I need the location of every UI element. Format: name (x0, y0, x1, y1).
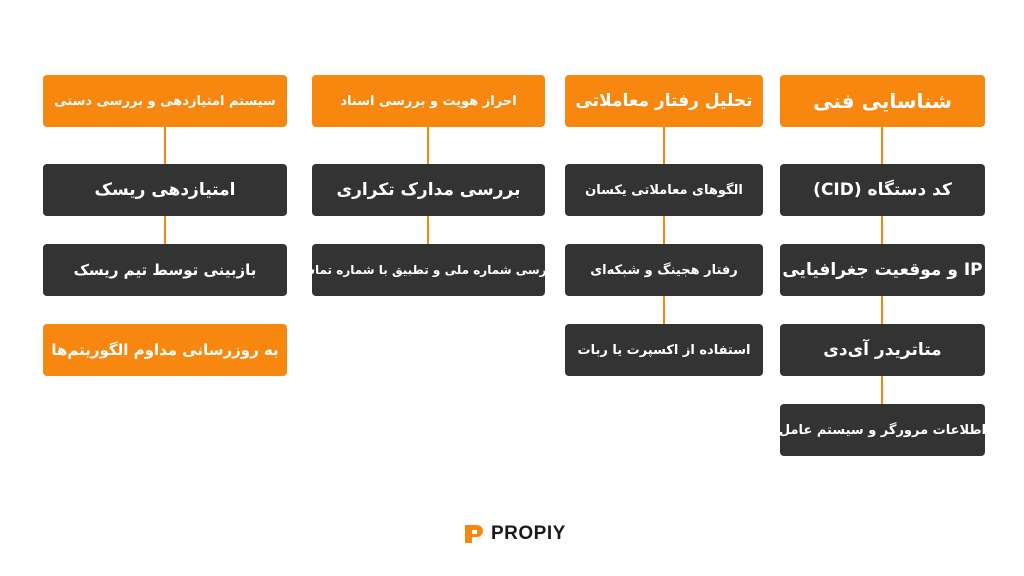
connector (663, 296, 665, 324)
propiy-logo-icon (463, 523, 485, 545)
connector (881, 296, 883, 324)
item-ip-location: IP و موقعیت جغرافیایی (780, 244, 985, 296)
connector (663, 216, 665, 244)
item-risk-team-review: بازبینی توسط تیم ریسک (43, 244, 287, 296)
item-same-patterns: الگوهای معاملاتی یکسان (565, 164, 763, 216)
connector (164, 216, 166, 244)
connector (881, 216, 883, 244)
item-risk-scoring: امتیازدهی ریسک (43, 164, 287, 216)
column-header-technical: شناسایی فنی (780, 75, 985, 127)
connector (427, 216, 429, 244)
connector (663, 127, 665, 164)
connector (881, 127, 883, 164)
connector (164, 127, 166, 164)
column-header-scoring: سیستم امتیازدهی و بررسی دستی (43, 75, 287, 127)
item-algorithm-update: به روزرسانی مداوم الگوریتم‌ها (43, 324, 287, 376)
column-header-identity: احراز هویت و بررسی اسناد (312, 75, 545, 127)
item-device-code: کد دستگاه (CID) (780, 164, 985, 216)
item-hedging: رفتار هجینگ و شبکه‌ای (565, 244, 763, 296)
connector (427, 127, 429, 164)
brand-logo: PROPIY (463, 522, 566, 546)
item-browser-os: اطلاعات مرورگر و سیستم عامل (779, 404, 986, 456)
connector (881, 376, 883, 404)
item-expert-bot: استفاده از اکسپرت یا ربات (565, 324, 763, 376)
column-header-trading: تحلیل رفتار معاملاتی (565, 75, 763, 127)
brand-name: PROPIY (491, 523, 566, 544)
item-national-id: بررسی شماره ملی و تطبیق با شماره تماس (298, 244, 559, 296)
item-duplicate-docs: بررسی مدارک تکراری (312, 164, 545, 216)
item-metatrader-id: متاتریدر آی‌دی (780, 324, 985, 376)
